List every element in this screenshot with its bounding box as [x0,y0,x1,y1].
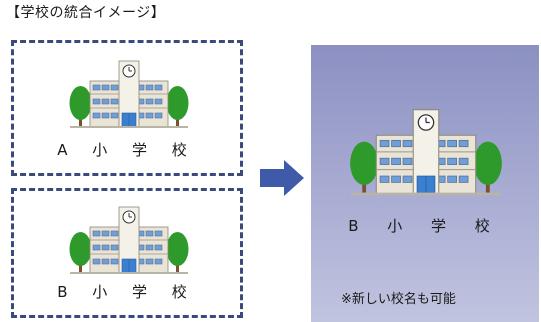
school-b-name: B 小 学 校 [57,283,197,301]
rename-note: ※新しい校名も可能 [341,292,456,307]
school-a-name: A 小 学 校 [57,141,197,159]
clock-icon [122,64,136,78]
clock-icon [122,210,136,224]
merged-school-panel: B 小 学 校 ※新しい校名も可能 [311,45,539,322]
right-arrow-icon [260,160,304,196]
school-building-icon [69,206,189,274]
school-building-icon [69,60,189,128]
page-title: 【学校の統合イメージ】 [6,5,166,21]
clock-icon [417,114,435,131]
school-building-icon [350,109,502,196]
school-a-box: A 小 学 校 [11,40,243,176]
school-b-box: B 小 学 校 [11,188,243,318]
merged-school-name: B 小 学 校 [348,217,502,235]
